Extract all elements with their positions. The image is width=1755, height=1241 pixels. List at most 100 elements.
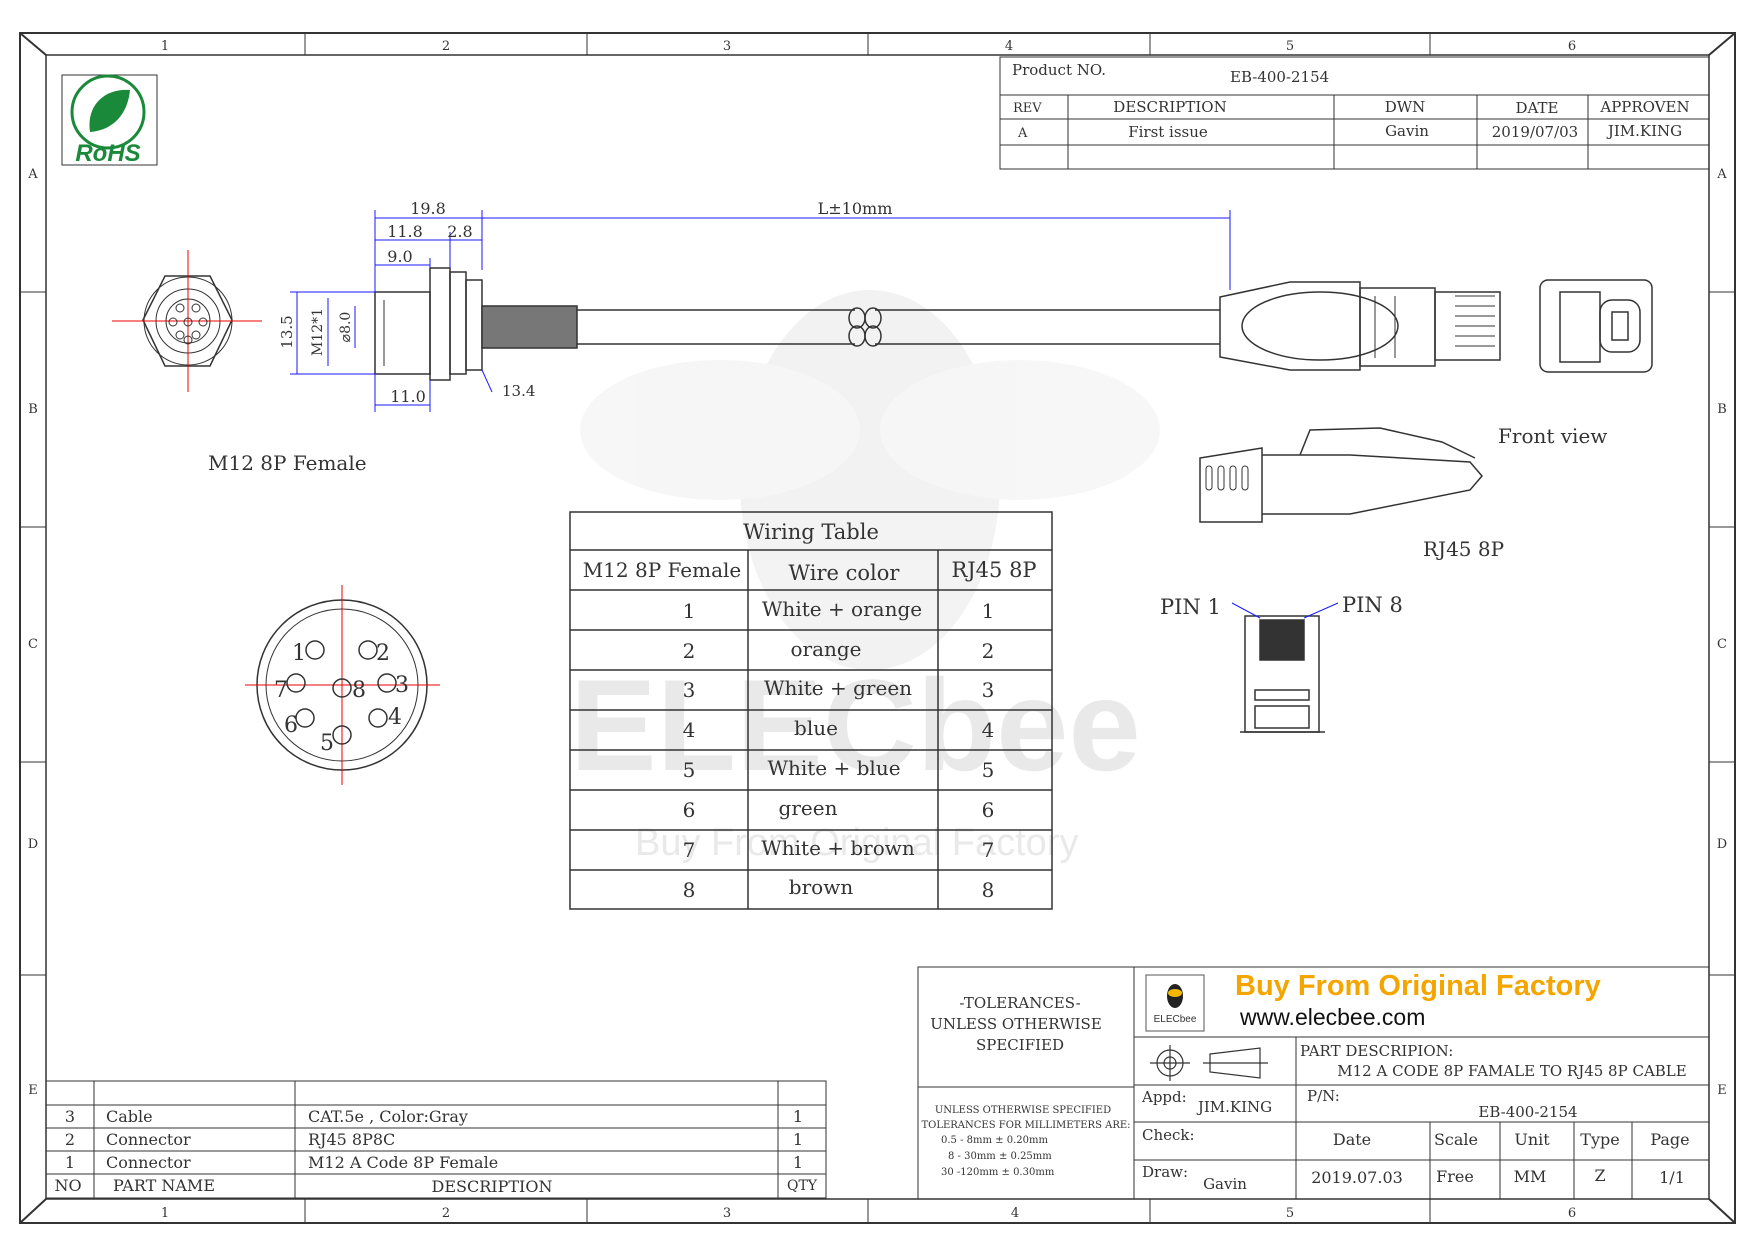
wiring-cell: 3	[683, 678, 696, 702]
rj45-side-view	[1219, 281, 1501, 371]
info-value: MM	[1514, 1167, 1547, 1186]
dim-length: L±10mm	[818, 199, 893, 218]
row-label: B	[28, 402, 38, 417]
tolerances-small: UNLESS OTHERWISE SPECIFIED	[935, 1105, 1111, 1116]
dim-11-0: 11.0	[390, 387, 426, 406]
rj45-label: RJ45 8P	[1423, 537, 1504, 561]
wiring-cell: 8	[683, 878, 696, 902]
pn-label: P/N:	[1307, 1087, 1340, 1105]
info-header: Scale	[1434, 1130, 1478, 1149]
approven-header: APPROVEN	[1599, 98, 1689, 116]
info-value: 2019.07.03	[1311, 1168, 1403, 1187]
appd-label: Appd:	[1141, 1088, 1187, 1106]
tolerances-small: 0.5 - 8mm ± 0.20mm	[941, 1135, 1048, 1146]
wiring-header-m12: M12 8P Female	[583, 558, 742, 582]
draw-value: Gavin	[1203, 1175, 1247, 1193]
sheet-frame	[19, 32, 1736, 1224]
pin1-label: PIN 1	[1160, 595, 1221, 619]
wiring-cell: 1	[683, 599, 696, 623]
company-website[interactable]: www.elecbee.com	[1239, 1004, 1425, 1030]
watermark: ELECbee Buy From Original Factory	[570, 290, 1160, 864]
dim-11-8: 11.8	[387, 222, 423, 241]
wiring-table-title: Wiring Table	[743, 520, 879, 544]
rev-header: REV	[1013, 101, 1042, 116]
appd-value: JIM.KING	[1196, 1098, 1272, 1116]
bom-cell: 1	[793, 1153, 803, 1172]
row-label: C	[28, 637, 38, 652]
row-label: D	[28, 837, 38, 852]
bom-cell: M12 A Code 8P Female	[308, 1153, 498, 1172]
m12-pin-label: 4	[388, 705, 402, 730]
m12-pin-label: 5	[320, 731, 334, 756]
dim-m12: M12*1	[310, 308, 326, 356]
pn-value: EB-400-2154	[1478, 1103, 1577, 1121]
m12-side-view	[374, 267, 578, 381]
rev-value: A	[1017, 126, 1028, 141]
row-label: D	[1717, 837, 1727, 852]
info-header: Date	[1333, 1130, 1371, 1149]
product-no-label: Product NO.	[1012, 61, 1106, 79]
title-block	[917, 966, 1710, 1200]
tolerances-title: -TOLERANCES-	[959, 994, 1080, 1012]
wiring-cell: 7	[683, 838, 696, 862]
info-value: Z	[1594, 1166, 1605, 1185]
wiring-cell: 8	[982, 878, 995, 902]
bom-table	[45, 1080, 827, 1199]
bom-header: NO	[54, 1176, 81, 1195]
row-label: E	[28, 1083, 38, 1098]
bom-cell: CAT.5e , Color:Gray	[308, 1107, 468, 1126]
company-slogan: Buy From Original Factory	[1235, 970, 1601, 1002]
col-label: 2	[442, 1206, 450, 1221]
tolerances-line2: UNLESS OTHERWISE	[930, 1015, 1102, 1033]
wiring-cell: 4	[982, 718, 995, 742]
wiring-cell: blue	[794, 716, 838, 740]
wiring-cell: White + blue	[767, 756, 900, 780]
wiring-cell: 6	[982, 798, 995, 822]
m12-pin-label: 8	[352, 678, 366, 703]
pin8-leader	[1303, 602, 1339, 619]
rj45-pin-view	[1240, 615, 1325, 733]
part-desc: M12 A CODE 8P FAMALE TO RJ45 8P CABLE	[1337, 1062, 1686, 1080]
info-header: Unit	[1514, 1130, 1550, 1149]
wiring-cell: orange	[790, 637, 861, 661]
company-logo: ELECbee	[1145, 974, 1205, 1032]
tolerances-line3: SPECIFIED	[976, 1036, 1064, 1054]
pin1-leader	[1231, 602, 1261, 619]
row-label: E	[1717, 1083, 1727, 1098]
m12-pin-label: 7	[274, 678, 288, 703]
dim-19-8: 19.8	[410, 199, 446, 218]
wiring-header-rj45: RJ45 8P	[951, 558, 1036, 582]
rohs-logo: RoHS	[61, 74, 158, 167]
m12-end-view	[112, 250, 262, 392]
wiring-header-color: Wire color	[789, 561, 901, 585]
info-value: 1/1	[1659, 1168, 1685, 1187]
wiring-cell: green	[779, 796, 838, 820]
date-header: DATE	[1516, 99, 1559, 117]
wiring-table	[569, 511, 1053, 910]
product-no: EB-400-2154	[1230, 68, 1329, 86]
col-label: 3	[723, 1206, 731, 1221]
bom-header: DESCRIPTION	[432, 1177, 553, 1196]
col-label: 5	[1286, 1206, 1294, 1221]
wiring-cell: 5	[982, 758, 995, 782]
wiring-cell: 7	[982, 838, 995, 862]
bom-cell: 1	[65, 1153, 75, 1172]
wiring-cell: 6	[683, 798, 696, 822]
dim-2-8: 2.8	[447, 222, 472, 241]
watermark-brand: ELECbee	[570, 652, 1141, 798]
desc-value: First issue	[1128, 123, 1208, 141]
rj45-iso-view	[1199, 427, 1483, 523]
dwn-header: DWN	[1385, 98, 1426, 116]
m12-pin-label: 2	[376, 641, 390, 666]
col-label: 1	[161, 39, 169, 54]
date-value: 2019/07/03	[1492, 123, 1578, 141]
m12-pin-label: 1	[292, 641, 306, 666]
bom-header: PART NAME	[113, 1176, 215, 1195]
company-logo-text: ELECbee	[1154, 1014, 1197, 1025]
col-label: 1	[161, 1206, 169, 1221]
wiring-cell: 1	[982, 599, 995, 623]
tolerances-small: 8 - 30mm ± 0.25mm	[948, 1151, 1052, 1162]
col-label: 4	[1005, 39, 1013, 54]
revision-block	[999, 56, 1710, 170]
front-view-label: Front view	[1498, 424, 1607, 448]
